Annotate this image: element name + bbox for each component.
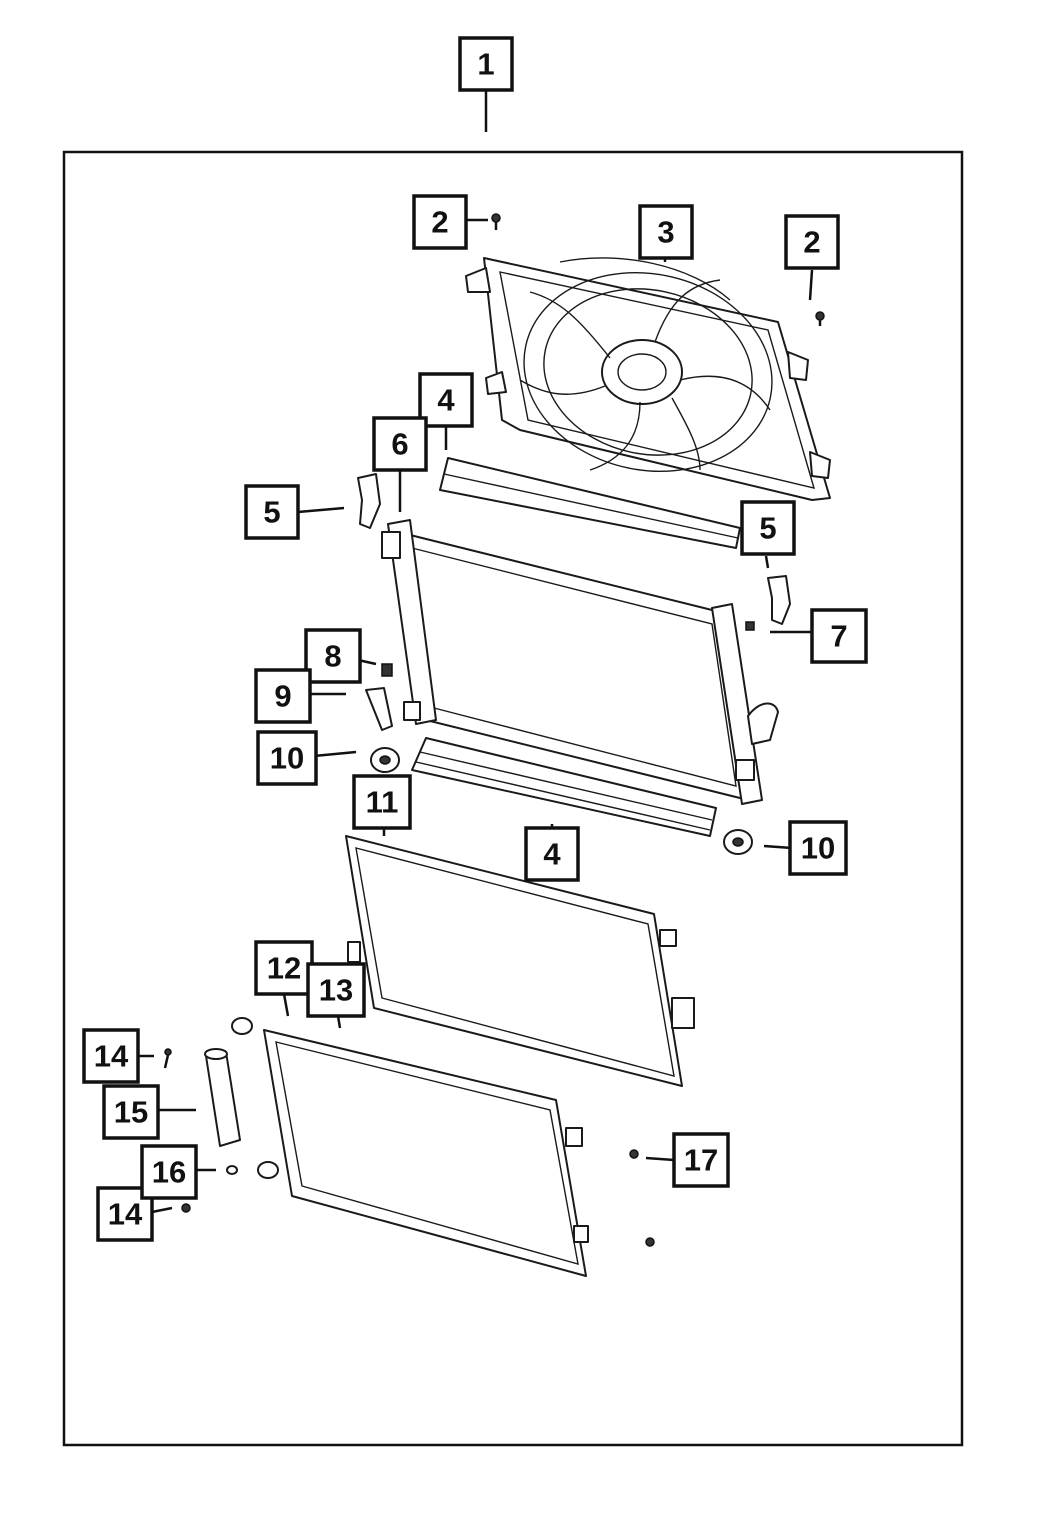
screw-14-bottom — [181, 1203, 191, 1213]
callout-8: 8 — [304, 628, 362, 684]
callout-4-bottom: 4 — [524, 826, 580, 882]
radiator — [381, 519, 779, 805]
callout-6: 6 — [372, 416, 428, 472]
insulator-10-left — [370, 747, 400, 773]
callout-3: 3 — [638, 204, 694, 260]
screw-17 — [629, 1149, 655, 1247]
washer-16 — [226, 1165, 238, 1175]
svg-text:14: 14 — [94, 1039, 129, 1074]
lower-air-seal — [411, 737, 717, 837]
bracket-5-left — [357, 473, 381, 529]
callout-13: 13 — [306, 962, 366, 1018]
svg-text:5: 5 — [759, 511, 776, 546]
callout-7: 7 — [810, 608, 868, 664]
svg-text:12: 12 — [267, 951, 301, 986]
svg-text:11: 11 — [366, 785, 399, 820]
svg-text:10: 10 — [270, 741, 304, 776]
fan-shroud-assembly — [465, 257, 831, 501]
assembly-frame — [62, 150, 964, 1447]
clip-8 — [381, 663, 393, 677]
callout-12: 12 — [254, 940, 314, 996]
svg-text:2: 2 — [431, 205, 448, 240]
svg-text:5: 5 — [263, 495, 280, 530]
callout-1: 1 — [458, 36, 514, 92]
callout-4-top: 4 — [418, 372, 474, 428]
callout-10-right: 10 — [788, 820, 848, 876]
screw-2-right — [815, 311, 825, 326]
svg-text:13: 13 — [319, 973, 353, 1008]
svg-text:1: 1 — [477, 47, 494, 82]
callout-11: 11 — [352, 774, 412, 830]
callout-5-right: 5 — [740, 500, 796, 556]
bracket-5-right — [767, 575, 791, 625]
callout-15: 15 — [102, 1084, 160, 1140]
svg-text:16: 16 — [152, 1155, 186, 1190]
callout-2-right: 2 — [784, 214, 840, 270]
callout-17: 17 — [672, 1132, 730, 1188]
callout-14-top: 14 — [82, 1028, 140, 1084]
clip-7 — [745, 621, 755, 631]
transmission-cooler — [231, 1017, 589, 1277]
svg-text:4: 4 — [437, 383, 455, 418]
svg-text:8: 8 — [324, 639, 341, 674]
svg-text:9: 9 — [274, 679, 291, 714]
svg-text:6: 6 — [391, 427, 408, 462]
svg-text:15: 15 — [114, 1095, 148, 1130]
condenser — [345, 835, 695, 1087]
svg-text:7: 7 — [830, 619, 847, 654]
callout-10-left: 10 — [256, 730, 318, 786]
screw-14-top — [163, 1048, 172, 1069]
svg-text:10: 10 — [801, 831, 835, 866]
callout-5-left: 5 — [244, 484, 300, 540]
svg-text:4: 4 — [543, 837, 561, 872]
insulator-10-right — [723, 829, 753, 855]
svg-text:14: 14 — [108, 1197, 143, 1232]
callout-9: 9 — [254, 668, 312, 724]
svg-text:2: 2 — [803, 225, 820, 260]
hose-9 — [365, 687, 393, 731]
screw-2-left — [491, 213, 501, 230]
receiver-drier-15 — [204, 1048, 241, 1147]
svg-text:3: 3 — [657, 215, 674, 250]
callout-2-left: 2 — [412, 194, 468, 250]
upper-air-seal — [439, 457, 741, 549]
callout-16: 16 — [140, 1144, 198, 1200]
svg-text:17: 17 — [684, 1143, 718, 1178]
